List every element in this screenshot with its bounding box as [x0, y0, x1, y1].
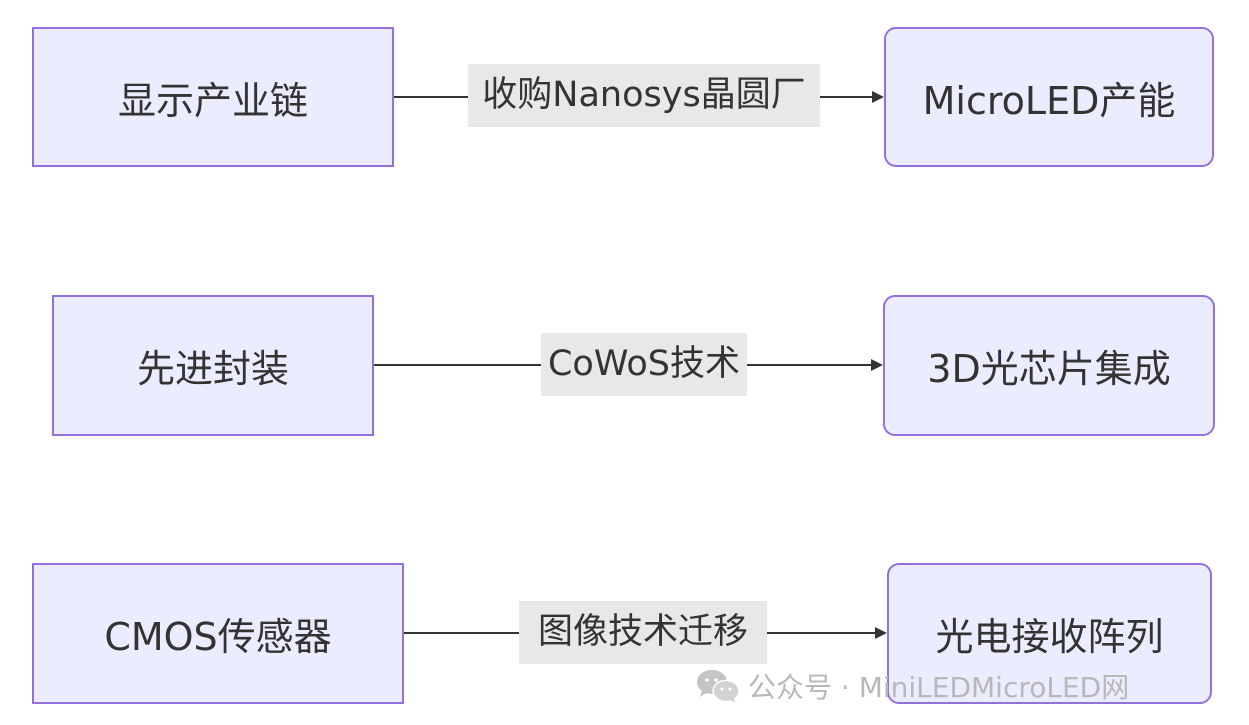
node-photoelectric-array: 光电接收阵列 — [887, 563, 1212, 704]
node-3d-optical-chip: 3D光芯片集成 — [883, 295, 1215, 436]
edge-label-acquire-nanosys: 收购Nanosys晶圆厂 — [468, 64, 820, 127]
watermark: 公众号 · MiniLEDMicroLED网 — [696, 664, 1129, 708]
node-microled-capacity: MicroLED产能 — [884, 27, 1214, 167]
wechat-icon — [697, 670, 740, 703]
edge-label-image-tech-migration: 图像技术迁移 — [519, 601, 767, 664]
node-cmos-sensor: CMOS传感器 — [32, 563, 404, 704]
watermark-text: 公众号 · MiniLEDMicroLED网 — [748, 671, 1130, 704]
node-advanced-packaging: 先进封装 — [52, 295, 374, 436]
node-display-industry-chain: 显示产业链 — [32, 27, 394, 167]
edge-label-cowos: CoWoS技术 — [541, 333, 747, 396]
